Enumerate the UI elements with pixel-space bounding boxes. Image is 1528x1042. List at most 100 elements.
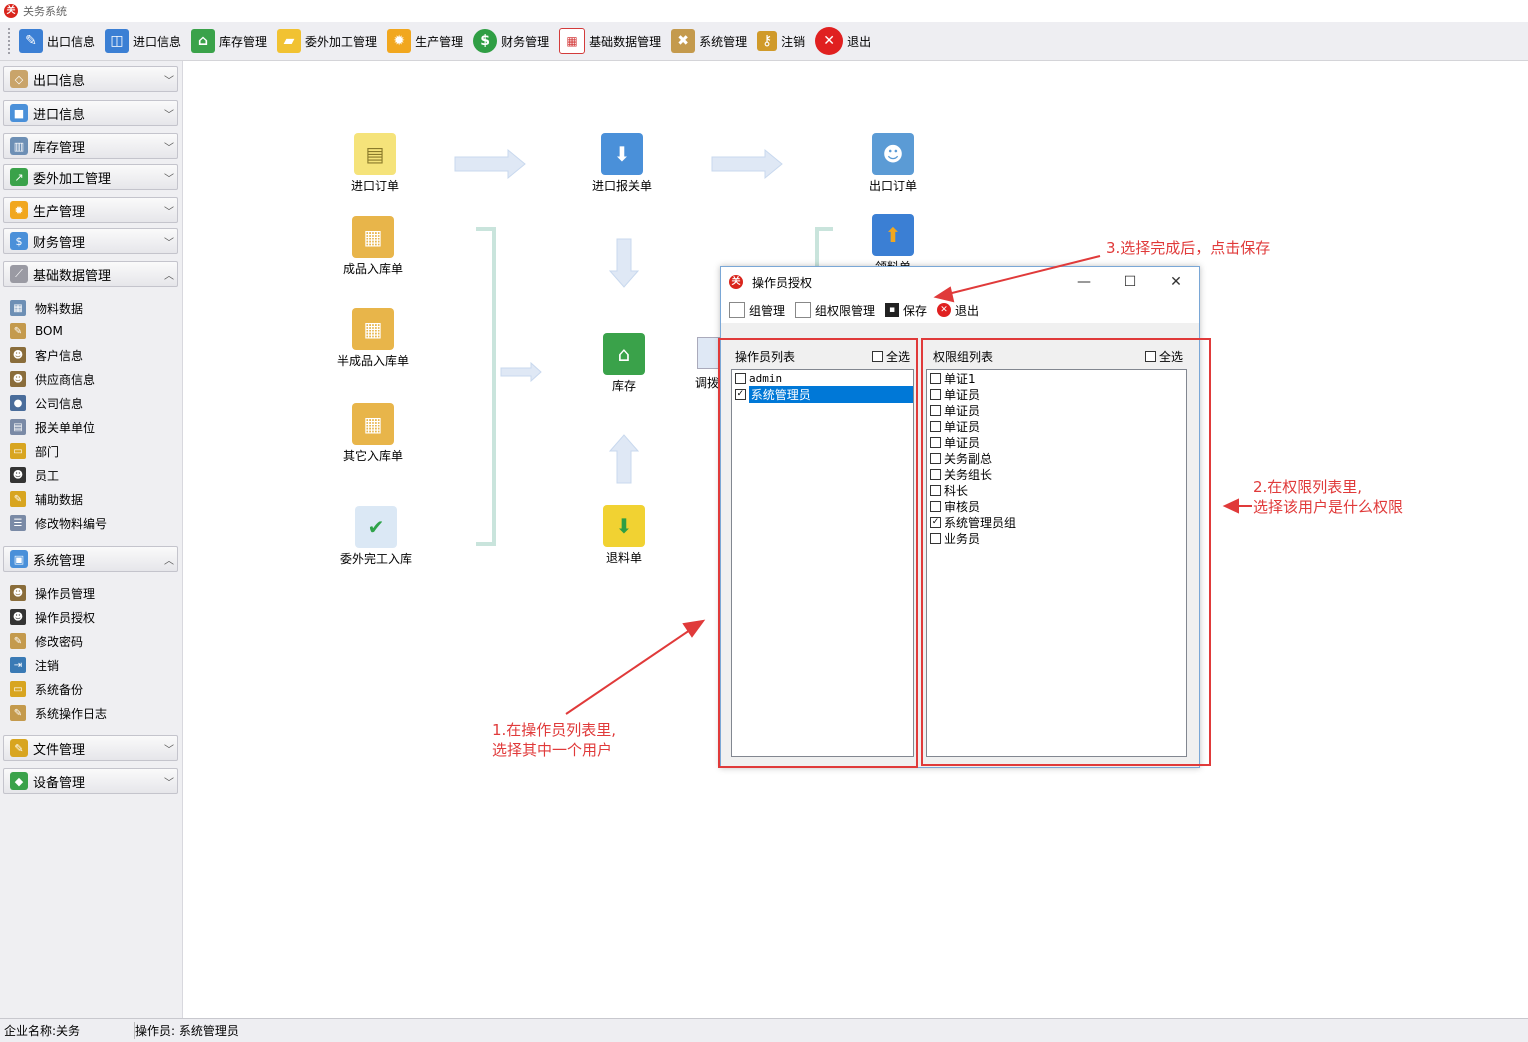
sidebar-item-supplier[interactable]: ☻ 供应商信息	[10, 368, 95, 390]
node-import-order[interactable]: ▤ 进口订单	[325, 133, 425, 194]
node-outsource-complete[interactable]: ✔ 委外完工入库	[326, 506, 426, 567]
toolbar-outsource[interactable]: ▰ 委外加工管理	[277, 29, 377, 53]
item-checkbox[interactable]	[930, 388, 941, 400]
sidebar-item-employee[interactable]: ☻ 员工	[10, 464, 59, 486]
list-item[interactable]: 单证员	[927, 402, 1186, 418]
list-item[interactable]: 单证员	[927, 386, 1186, 402]
sidebar-item-customer[interactable]: ☻ 客户信息	[10, 344, 83, 366]
sidebar-item-bom[interactable]: ✎ BOM	[10, 320, 63, 342]
tool-label: 退出	[955, 303, 980, 318]
sidebar-item-backup[interactable]: ▭ 系统备份	[10, 678, 83, 700]
node-finished-in[interactable]: ▦ 成品入库单	[323, 216, 423, 277]
sidebar-group-inventory[interactable]: ▥ 库存管理 ﹀	[3, 133, 178, 159]
maximize-button[interactable]: ☐	[1123, 274, 1137, 290]
sidebar-group-device[interactable]: ◆ 设备管理 ﹀	[3, 768, 178, 794]
list-item[interactable]: ✓系统管理员组	[927, 514, 1186, 530]
list-item[interactable]: admin	[732, 370, 913, 386]
select-all-label: 全选	[885, 349, 910, 364]
sidebar-group-export[interactable]: ◇ 出口信息 ﹀	[3, 66, 178, 92]
toolbar-system[interactable]: ✖ 系统管理	[671, 29, 747, 53]
item-checkbox[interactable]	[930, 404, 941, 416]
item-checkbox[interactable]	[930, 468, 941, 480]
sidebar-item-label: 部门	[35, 444, 60, 459]
sidebar-item-material[interactable]: ▦ 物料数据	[10, 297, 83, 319]
toolbar-production[interactable]: ✹ 生产管理	[387, 29, 463, 53]
group-management-button[interactable]: 组管理	[729, 302, 785, 319]
sidebar-group-import[interactable]: ■ 进口信息 ﹀	[3, 100, 178, 126]
node-export-order[interactable]: ☻ 出口订单	[843, 133, 943, 194]
toolbar-exit[interactable]: ✕ 退出	[815, 27, 871, 55]
sidebar-item-operator-management[interactable]: ☻ 操作员管理	[10, 582, 95, 604]
toolbar-inventory[interactable]: ⌂ 库存管理	[191, 29, 267, 53]
exit-button[interactable]: ✕ 退出	[937, 302, 979, 319]
item-checkbox[interactable]	[930, 532, 941, 544]
save-button[interactable]: ▪ 保存	[885, 302, 927, 319]
sidebar-item-logout[interactable]: ⇥ 注销	[10, 654, 59, 676]
sidebar-group-basic-data[interactable]: ⟋ 基础数据管理 ︿	[3, 261, 178, 287]
group-select-all[interactable]: 全选	[1144, 348, 1183, 365]
list-item[interactable]: ✓ 系统管理员	[732, 385, 913, 403]
node-import-declaration[interactable]: ⬇ 进口报关单	[572, 133, 672, 194]
list-item[interactable]: 关务副总	[927, 450, 1186, 466]
sidebar-group-production[interactable]: ✹ 生产管理 ﹀	[3, 197, 178, 223]
list-item[interactable]: 业务员	[927, 530, 1186, 546]
item-checkbox[interactable]	[735, 372, 746, 384]
flow-bracket-left	[476, 227, 496, 546]
item-checkbox[interactable]	[930, 420, 941, 432]
node-material-requisition[interactable]: ⬆ 领料单	[843, 214, 943, 268]
list-item[interactable]: 单证员	[927, 418, 1186, 434]
node-inventory[interactable]: ⌂ 库存	[574, 333, 674, 394]
node-semi-finished-in[interactable]: ▦ 半成品入库单	[323, 308, 423, 369]
group-permission-button[interactable]: 组权限管理	[795, 302, 875, 319]
toolbar-grip[interactable]	[8, 28, 13, 54]
sidebar-item-edit-material-code[interactable]: ☰ 修改物料编号	[10, 512, 107, 534]
select-all-checkbox[interactable]	[1144, 350, 1156, 362]
item-checkbox[interactable]	[930, 372, 941, 384]
toolbar-export-info[interactable]: ✎ 出口信息	[19, 29, 95, 53]
sidebar-item-operation-log[interactable]: ✎ 系统操作日志	[10, 702, 107, 724]
chart-icon: ↗	[10, 168, 28, 186]
node-return[interactable]: ⬇ 退料单	[574, 505, 674, 566]
sidebar-item-operator-authorization[interactable]: ☻ 操作员授权	[10, 606, 95, 628]
item-checkbox[interactable]	[930, 484, 941, 496]
list-item[interactable]: 单证员	[927, 434, 1186, 450]
item-checkbox[interactable]	[930, 500, 941, 512]
chevron-down-icon: ﹀	[164, 744, 174, 756]
close-button[interactable]: ✕	[1170, 274, 1182, 290]
sidebar-item-change-password[interactable]: ✎ 修改密码	[10, 630, 83, 652]
chevron-down-icon: ﹀	[164, 75, 174, 87]
item-checkbox[interactable]: ✓	[735, 388, 746, 400]
operator-panel-header: 操作员列表 全选	[729, 345, 916, 367]
item-checkbox[interactable]	[930, 436, 941, 448]
item-label: 单证员	[944, 419, 981, 434]
node-other-in[interactable]: ▦ 其它入库单	[323, 403, 423, 464]
item-checkbox[interactable]: ✓	[930, 516, 941, 528]
sidebar-group-finance[interactable]: $ 财务管理 ﹀	[3, 228, 178, 254]
list-item[interactable]: 科长	[927, 482, 1186, 498]
group-list[interactable]: 单证1 单证员 单证员 单证员 单证员 关务副总 关务组长 科长 审核员 ✓系统…	[926, 369, 1187, 757]
item-checkbox[interactable]	[930, 452, 941, 464]
toolbar-logout[interactable]: ⚷ 注销	[757, 31, 805, 51]
list-item[interactable]: 关务组长	[927, 466, 1186, 482]
sidebar-group-system[interactable]: ▣ 系统管理 ︿	[3, 546, 178, 572]
select-all-checkbox[interactable]	[871, 350, 883, 362]
sidebar-group-file[interactable]: ✎ 文件管理 ﹀	[3, 735, 178, 761]
dialog-titlebar[interactable]: 关 操作员授权 — ☐ ✕	[721, 267, 1199, 297]
sidebar-group-outsource[interactable]: ↗ 委外加工管理 ﹀	[3, 164, 178, 190]
sidebar-item-company[interactable]: ● 公司信息	[10, 392, 83, 414]
toolbar-basic-data[interactable]: ▦ 基础数据管理	[559, 28, 661, 54]
sidebar-item-label: 修改物料编号	[35, 516, 108, 531]
minimize-button[interactable]: —	[1077, 274, 1091, 290]
operator-select-all[interactable]: 全选	[871, 348, 910, 365]
list-item[interactable]: 单证1	[927, 370, 1186, 386]
operator-list[interactable]: admin ✓ 系统管理员	[731, 369, 914, 757]
folder-icon: ▰	[277, 29, 302, 53]
sidebar-item-auxiliary[interactable]: ✎ 辅助数据	[10, 488, 83, 510]
toolbar-import-info[interactable]: ◫ 进口信息	[105, 29, 181, 53]
toolbar-finance[interactable]: $ 财务管理	[473, 29, 549, 53]
tool-label: 组管理	[749, 303, 786, 318]
list-item[interactable]: 审核员	[927, 498, 1186, 514]
sidebar-item-customs-unit[interactable]: ▤ 报关单单位	[10, 416, 95, 438]
item-label: 关务组长	[944, 467, 993, 482]
sidebar-item-department[interactable]: ▭ 部门	[10, 440, 59, 462]
